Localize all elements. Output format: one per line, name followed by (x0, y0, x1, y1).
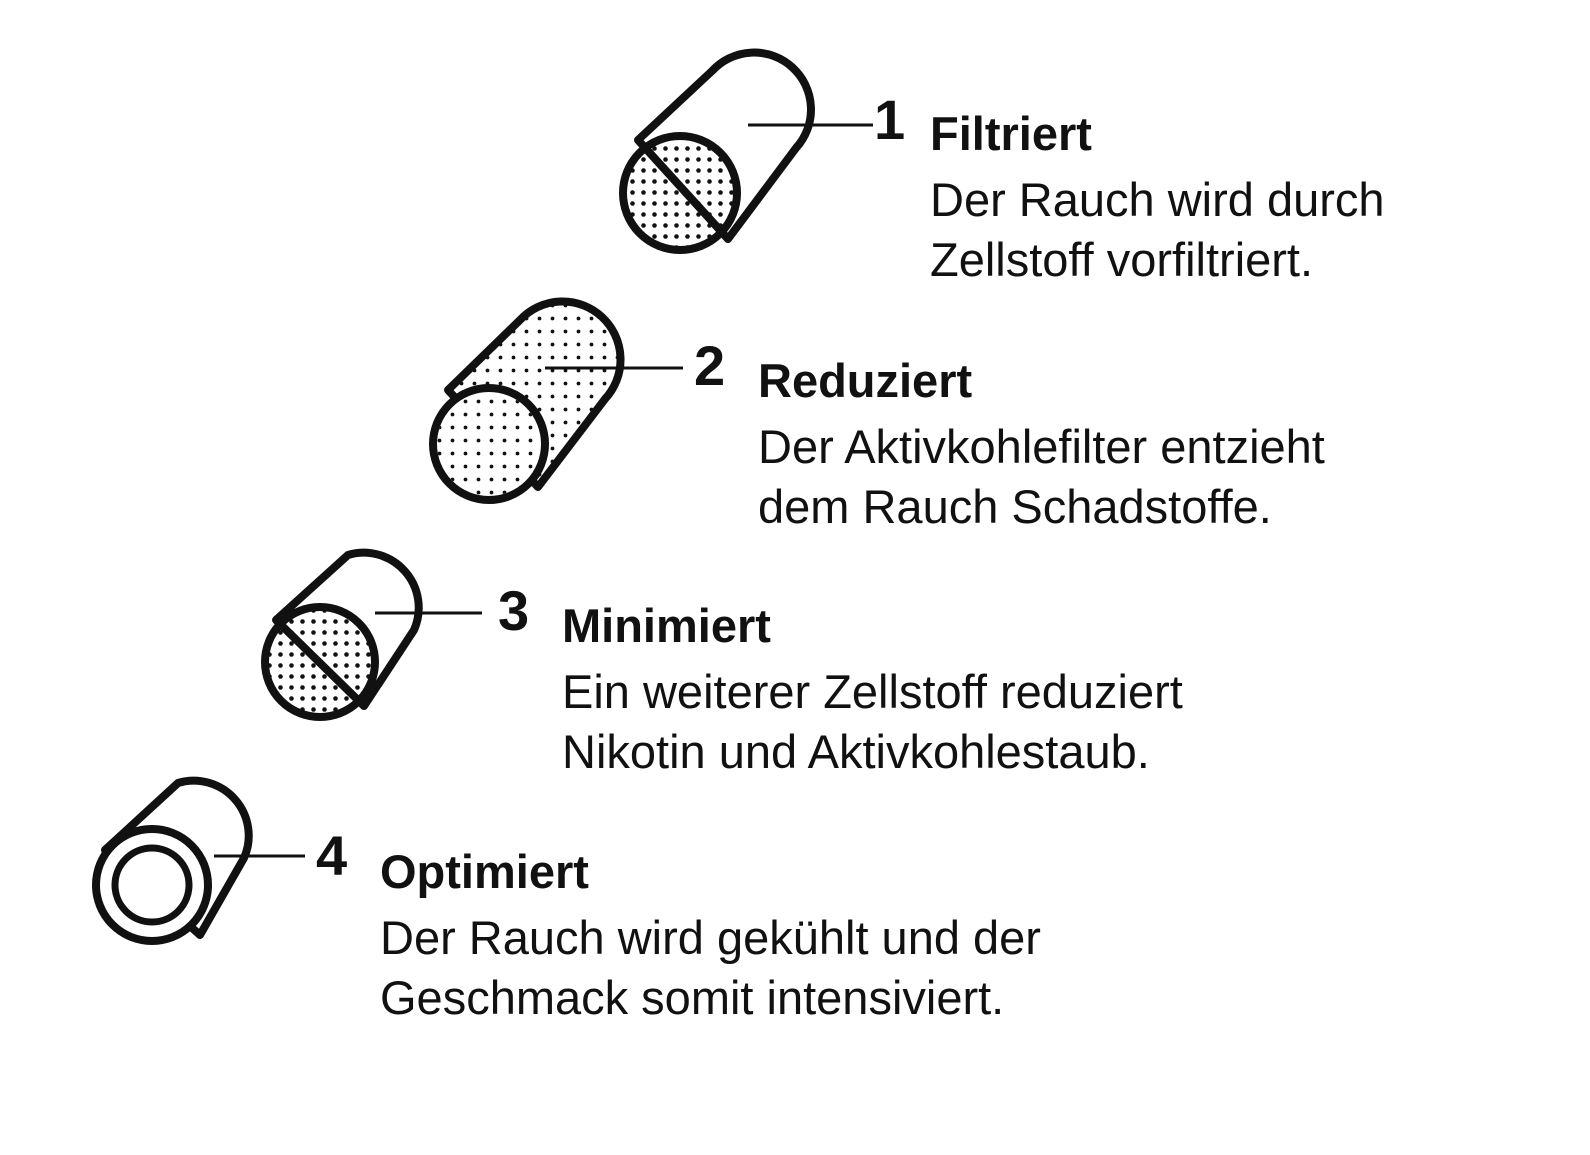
step-title: Optimiert (380, 845, 589, 898)
hollow-tube-icon (92, 776, 253, 945)
step-description-line: Der Aktivkohlefilter entzieht (758, 420, 1325, 473)
step-text: Reduziert Der Aktivkohlefilter entzieht … (758, 355, 1325, 537)
step-text: Minimiert Ein weiterer Zellstoff reduzie… (562, 600, 1183, 782)
step-text: Optimiert Der Rauch wird gekühlt und der… (380, 846, 1041, 1028)
step-description-line: Nikotin und Aktivkohlestaub. (562, 725, 1150, 778)
step-description-line: Ein weiterer Zellstoff reduziert (562, 665, 1183, 718)
step-description-line: Der Rauch wird gekühlt und der (380, 911, 1041, 964)
step-text: Filtriert Der Rauch wird durch Zellstoff… (930, 108, 1385, 290)
step-number: 4 (316, 824, 348, 887)
step-description-line: Der Rauch wird durch (930, 173, 1385, 226)
step-description-line: Zellstoff vorfiltriert. (930, 233, 1314, 286)
step-description-line: Geschmack somit intensiviert. (380, 971, 1005, 1024)
step-title: Filtriert (930, 107, 1092, 160)
step-number: 1 (874, 88, 906, 151)
cellulose-filter-icon (619, 48, 815, 254)
step-number: 3 (498, 579, 530, 642)
cellulose-filter-icon (261, 548, 423, 721)
activated-carbon-filter-icon (429, 297, 625, 504)
step-description-line: dem Rauch Schadstoffe. (758, 480, 1272, 533)
step-number: 2 (694, 334, 726, 397)
step-title: Minimiert (562, 599, 771, 652)
step-title: Reduziert (758, 354, 973, 407)
